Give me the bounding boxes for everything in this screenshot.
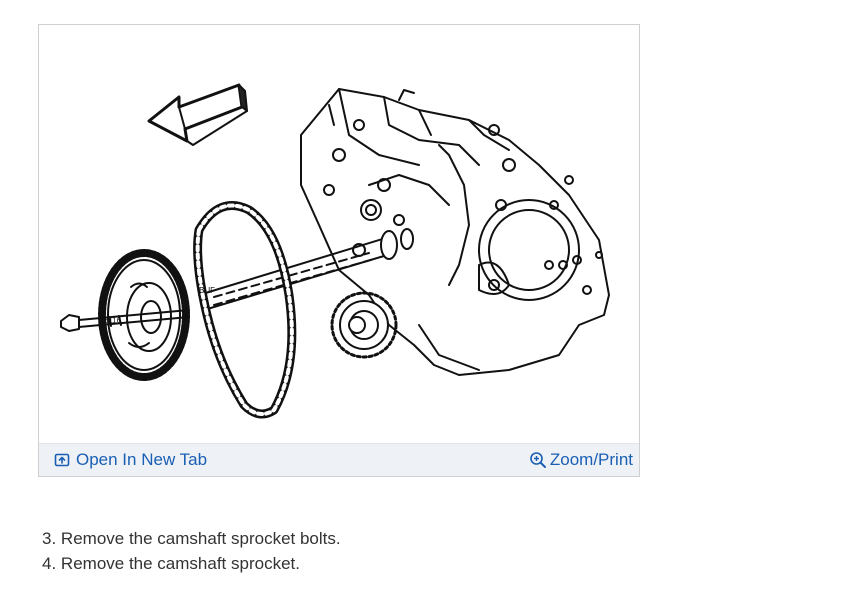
- step-text: Remove the camshaft sprocket bolts.: [60, 529, 341, 548]
- crankshaft-sprocket: [330, 291, 398, 359]
- direction-arrow: [147, 83, 248, 146]
- open-in-new-tab-icon: [53, 451, 71, 469]
- zoom-print-link[interactable]: Zoom/Print: [529, 444, 633, 476]
- figure-toolbar: Open In New Tab Zoom/Print: [39, 443, 639, 476]
- sprocket-bolt: [60, 309, 190, 332]
- step-number: 4.: [42, 554, 57, 573]
- zoom-print-label: Zoom/Print: [549, 450, 633, 469]
- timing-chain: [193, 201, 297, 419]
- open-in-new-tab-label: Open In New Tab: [76, 450, 208, 469]
- step-text: Remove the camshaft sprocket.: [60, 554, 300, 573]
- open-in-new-tab-link[interactable]: Open In New Tab: [53, 444, 207, 476]
- step-item: 4. Remove the camshaft sprocket.: [42, 551, 341, 576]
- step-item: 3. Remove the camshaft sprocket bolts.: [42, 526, 341, 551]
- instruction-steps: 3. Remove the camshaft sprocket bolts. 4…: [42, 526, 341, 576]
- zoom-in-icon: [529, 451, 547, 469]
- figure-card: 3116 BUF Open In New Tab Zoom/Print: [38, 24, 640, 477]
- camshaft: [198, 228, 414, 311]
- step-number: 3.: [42, 529, 57, 548]
- camshaft-sprocket-diagram: 3116 BUF: [60, 83, 610, 419]
- diagram-label-buf: BUF: [199, 286, 215, 295]
- engine-block: [300, 88, 610, 376]
- diagram-label-3116: 3116: [104, 316, 122, 325]
